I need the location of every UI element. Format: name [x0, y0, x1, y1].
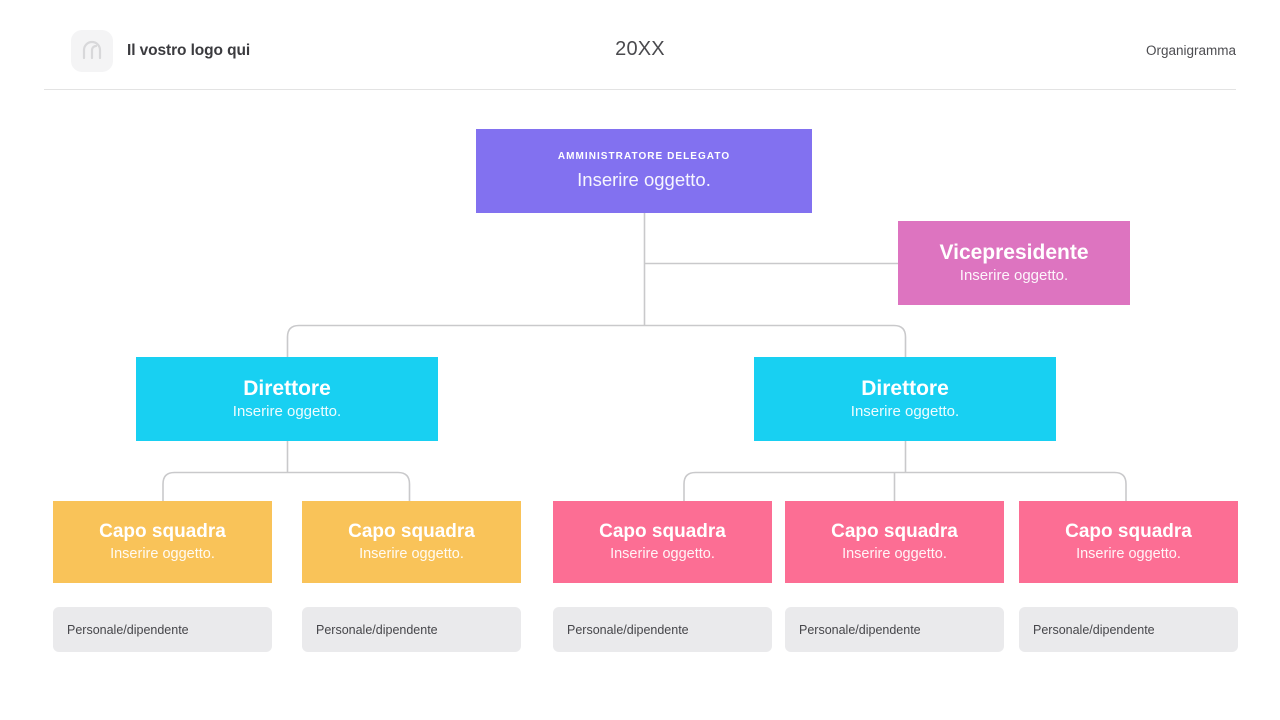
org-node-subtitle: Inserire oggetto.	[842, 545, 947, 562]
org-node-staff-3[interactable]: Personale/dipendente	[553, 607, 772, 652]
org-node-subtitle: Inserire oggetto.	[110, 545, 215, 562]
slide-year: 20XX	[615, 38, 665, 60]
org-node-capo-squadra-4[interactable]: Capo squadra Inserire oggetto.	[785, 501, 1004, 583]
org-node-subtitle: Inserire oggetto.	[610, 545, 715, 562]
brand-name: Il vostro logo qui	[127, 42, 251, 59]
org-node-staff-4[interactable]: Personale/dipendente	[785, 607, 1004, 652]
org-node-title: Capo squadra	[599, 520, 726, 542]
org-node-capo-squadra-1[interactable]: Capo squadra Inserire oggetto.	[53, 501, 272, 583]
org-node-title: Capo squadra	[99, 520, 226, 542]
org-node-direttore-right[interactable]: Direttore Inserire oggetto.	[754, 357, 1056, 441]
org-node-subtitle: Inserire oggetto.	[359, 545, 464, 562]
org-node-title: AMMINISTRATORE DELEGATO	[557, 150, 731, 162]
slide-section-label: Organigramma	[1145, 43, 1236, 58]
org-node-title: Vicepresidente	[939, 240, 1089, 264]
org-node-subtitle: Inserire oggetto.	[959, 267, 1069, 285]
slide-header: Il vostro logo qui 20XX Organigramma	[0, 0, 1280, 90]
org-node-title: Capo squadra	[348, 520, 475, 542]
org-node-capo-squadra-5[interactable]: Capo squadra Inserire oggetto.	[1019, 501, 1238, 583]
org-node-title: Capo squadra	[831, 520, 958, 542]
brand-block: Il vostro logo qui	[71, 30, 250, 72]
logo-placeholder-icon	[71, 30, 113, 72]
org-node-capo-squadra-3[interactable]: Capo squadra Inserire oggetto.	[553, 501, 772, 583]
org-node-ceo[interactable]: AMMINISTRATORE DELEGATO Inserire oggetto…	[476, 129, 812, 213]
org-node-subtitle: Inserire oggetto.	[850, 403, 960, 421]
org-node-subtitle: Inserire oggetto.	[1076, 545, 1181, 562]
org-node-staff-1[interactable]: Personale/dipendente	[53, 607, 272, 652]
org-node-subtitle: Inserire oggetto.	[232, 403, 342, 421]
org-node-staff-2[interactable]: Personale/dipendente	[302, 607, 521, 652]
org-node-title: Capo squadra	[1065, 520, 1192, 542]
org-node-staff-5[interactable]: Personale/dipendente	[1019, 607, 1238, 652]
org-node-title: Direttore	[243, 376, 331, 400]
org-node-vicepresidente[interactable]: Vicepresidente Inserire oggetto.	[898, 221, 1130, 305]
org-node-capo-squadra-2[interactable]: Capo squadra Inserire oggetto.	[302, 501, 521, 583]
header-divider	[44, 89, 1236, 90]
org-node-direttore-left[interactable]: Direttore Inserire oggetto.	[136, 357, 438, 441]
org-node-subtitle: Inserire oggetto.	[577, 169, 711, 191]
org-node-title: Direttore	[861, 376, 949, 400]
